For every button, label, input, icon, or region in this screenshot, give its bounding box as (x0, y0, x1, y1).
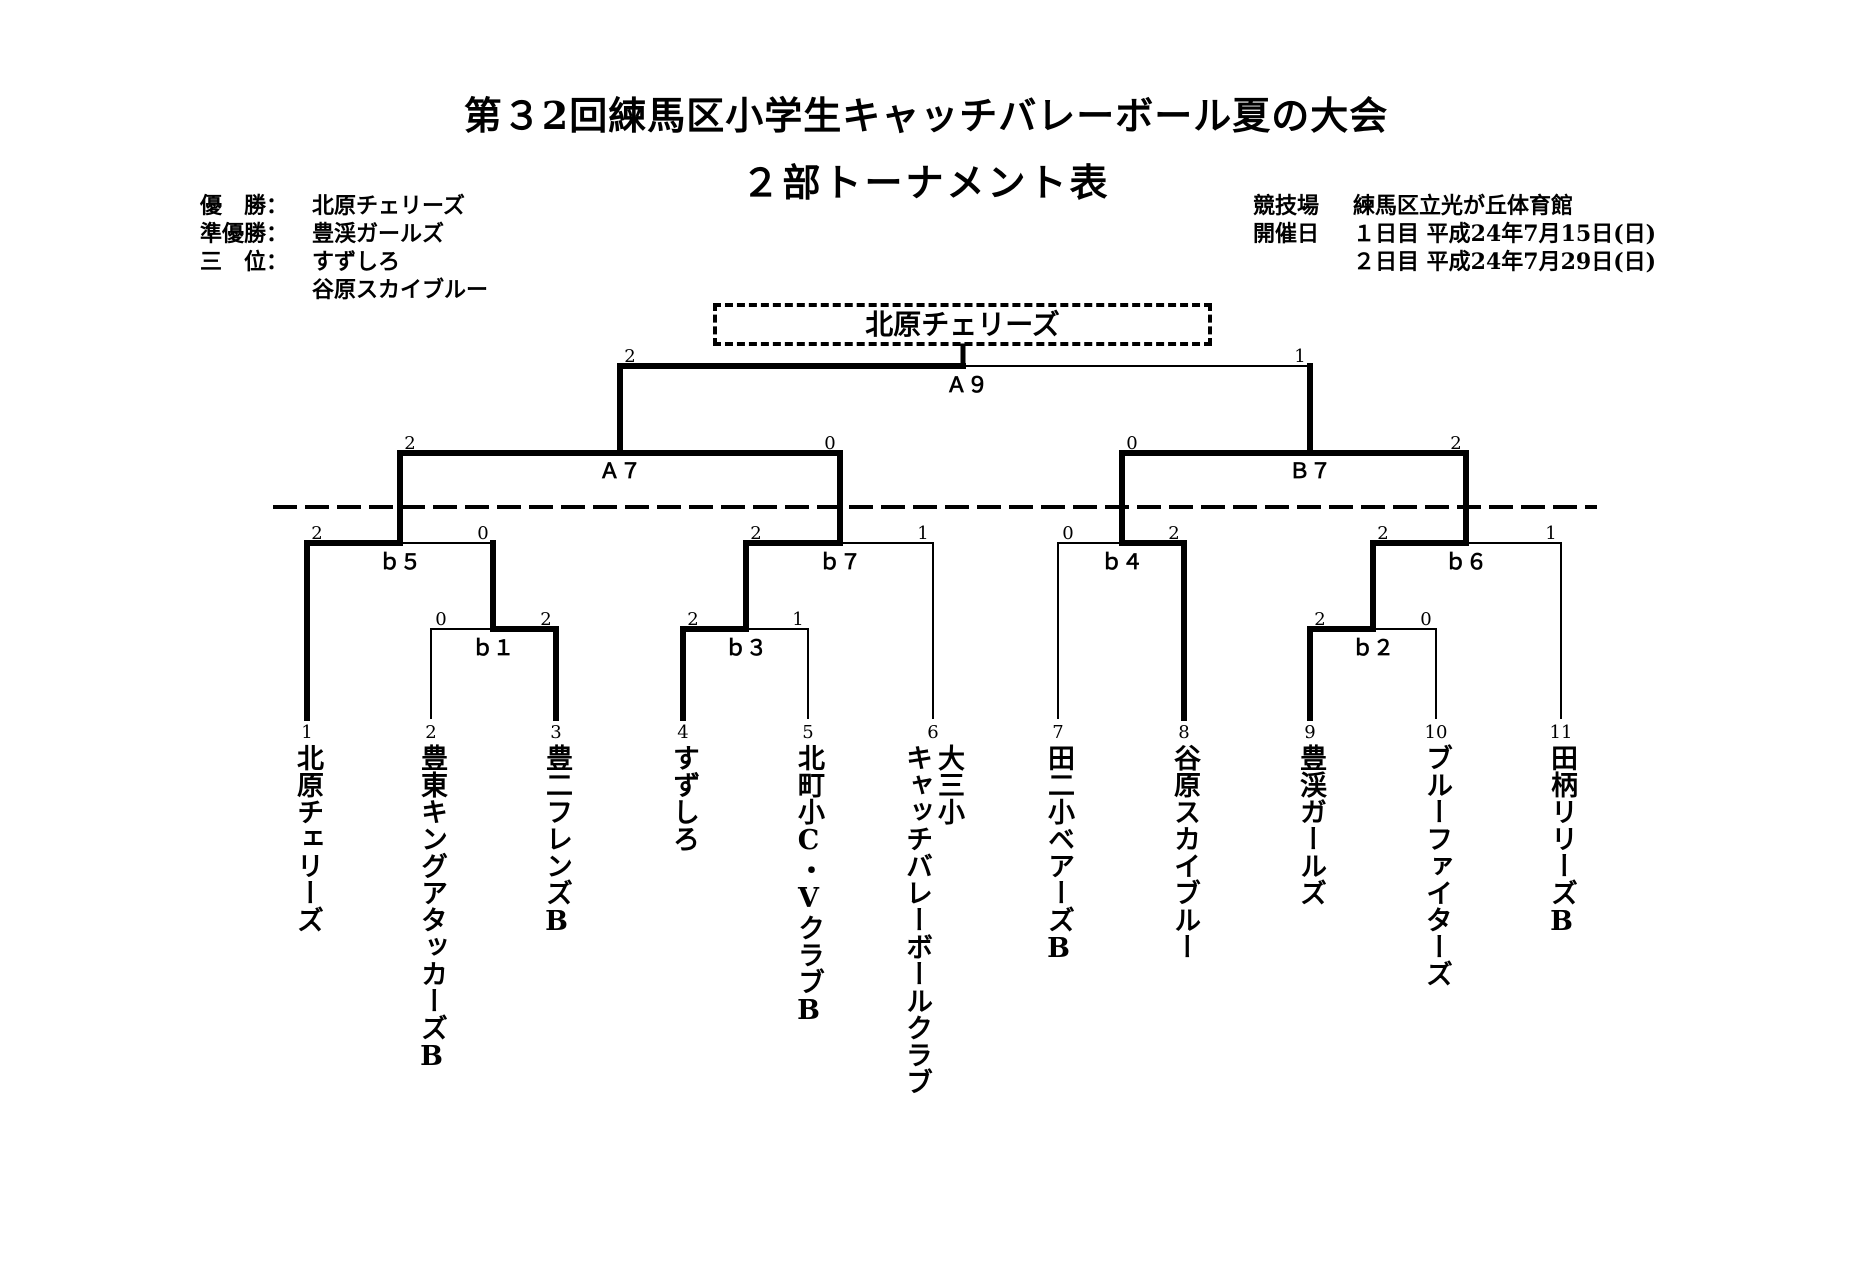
third-label: 三 位： (200, 249, 289, 275)
match-label-A9: Ａ９ (946, 372, 988, 397)
score-b4-left: 0 (1062, 523, 1073, 544)
score-A9-right: 1 (1294, 346, 1305, 367)
team-number: 10 (1425, 722, 1448, 743)
venue-panel: 競技場 練馬区立光が丘体育館 開催日 １日目 平成24年7月15日(日) ２日目 平… (1253, 192, 1656, 276)
match-label-b5: ｂ５ (379, 549, 421, 574)
third-name-2: 谷原スカイブルー (312, 277, 489, 303)
score-b3-right: 1 (792, 609, 803, 630)
match-label-b4: ｂ４ (1101, 549, 1143, 574)
team-name: 北原チェリーズ (292, 744, 323, 933)
score-b5-left: 2 (311, 523, 322, 544)
venue-label: 競技場 (1253, 193, 1320, 219)
team-number: 6 (927, 722, 938, 743)
team-name: 豊渓ガールズ (1295, 744, 1326, 906)
match-label-b7: ｂ７ (819, 549, 861, 574)
match-label-b6: ｂ６ (1445, 549, 1487, 574)
results-panel: 優 勝： 北原チェリーズ 準優勝： 豊渓ガールズ 三 位： すずしろ 谷原スカイブルー (200, 192, 488, 304)
team-name: 田柄リリーズB (1546, 744, 1577, 937)
team-number: 5 (802, 722, 813, 743)
team-name: 田二小ベアーズB (1043, 744, 1074, 964)
team-name: すずしろ (668, 744, 699, 852)
team-number: 1 (301, 722, 312, 743)
match-label-b3: ｂ３ (725, 635, 767, 660)
dates-label: 開催日 (1253, 221, 1320, 247)
team-name-line: 大三小 (933, 744, 964, 825)
team-name-line: キャッチバレーボールクラブ (901, 744, 932, 1095)
runnerup-name: 豊渓ガールズ (312, 221, 445, 247)
team-name-two-line: 大三小キャッチバレーボールクラブ (900, 744, 964, 1095)
runnerup-label: 準優勝： (200, 221, 289, 247)
score-b7-right: 1 (917, 523, 928, 544)
score-A9-left: 2 (624, 346, 635, 367)
match-label-b1: ｂ１ (472, 635, 514, 660)
champion-label: 優 勝： (200, 193, 289, 219)
venue-name: 練馬区立光が丘体育館 (1353, 193, 1574, 219)
score-A7-right: 0 (824, 433, 835, 454)
tournament-title: 第３2回練馬区小学生キャッチバレーボール夏の大会 (463, 93, 1389, 138)
score-b2-right: 0 (1420, 609, 1431, 630)
team-name: 北町小C・VクラブB (793, 744, 824, 1026)
team-number: 11 (1550, 722, 1573, 743)
score-b1-right: 2 (540, 609, 551, 630)
score-b1-left: 0 (435, 609, 446, 630)
team-name: 豊二フレンズB (541, 744, 572, 937)
match-label-A7: Ａ７ (599, 458, 641, 483)
score-b4-right: 2 (1168, 523, 1179, 544)
champion-name: 北原チェリーズ (312, 193, 465, 219)
score-b7-left: 2 (750, 523, 761, 544)
third-name-1: すずしろ (312, 249, 401, 275)
team-number: 9 (1304, 722, 1315, 743)
score-b6-right: 1 (1545, 523, 1556, 544)
date-day2: ２日目 平成24年7月29日(日) (1353, 249, 1657, 275)
score-B7-left: 0 (1126, 433, 1137, 454)
team-name: 豊東キングアタッカーズB (416, 744, 447, 1072)
match-label-b2: ｂ２ (1352, 635, 1394, 660)
tournament-subtitle: ２部トーナメント表 (741, 160, 1111, 205)
score-b6-left: 2 (1377, 523, 1388, 544)
team-number: 2 (425, 722, 436, 743)
score-b5-right: 0 (477, 523, 488, 544)
team-number: 3 (550, 722, 561, 743)
score-B7-right: 2 (1450, 433, 1461, 454)
score-b2-left: 2 (1314, 609, 1325, 630)
score-A7-left: 2 (404, 433, 415, 454)
date-day1: １日目 平成24年7月15日(日) (1353, 221, 1657, 247)
team-number: 4 (677, 722, 688, 743)
score-b3-left: 2 (687, 609, 698, 630)
team-name: 谷原スカイブルー (1169, 744, 1200, 960)
team-name: ブルーファイターズ (1421, 744, 1452, 987)
team-number: 7 (1052, 722, 1063, 743)
match-label-B7: Ｂ７ (1289, 458, 1331, 483)
team-number: 8 (1178, 722, 1189, 743)
